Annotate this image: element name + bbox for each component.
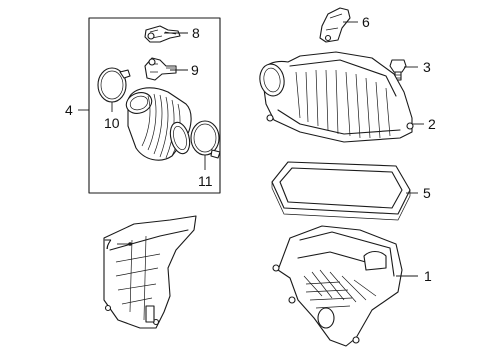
callout-3: 3: [423, 59, 431, 75]
callout-7: 7: [104, 236, 112, 252]
part-11-clamp[interactable]: [190, 120, 221, 159]
leader-lines: [78, 21, 424, 277]
callout-5: 5: [423, 185, 431, 201]
callout-11: 11: [198, 173, 213, 189]
callout-10: 10: [104, 115, 120, 131]
part-9-fitting[interactable]: [144, 57, 177, 81]
assembly-group-box: [88, 17, 221, 194]
part-5-filter[interactable]: [271, 161, 411, 221]
callout-1: 1: [424, 268, 432, 284]
callout-4: 4: [65, 102, 73, 118]
callout-8: 8: [192, 25, 200, 41]
callout-6: 6: [362, 14, 370, 30]
part-7-shield[interactable]: [103, 215, 197, 329]
callout-2: 2: [428, 116, 436, 132]
part-1-housing[interactable]: [272, 225, 403, 347]
intake-hose[interactable]: [123, 87, 192, 161]
part-2-cover[interactable]: [257, 51, 414, 143]
part-10-clamp[interactable]: [97, 67, 131, 103]
callout-9: 9: [191, 62, 199, 78]
part-8-sensor[interactable]: [144, 25, 181, 43]
part-3-bolt[interactable]: [389, 59, 407, 81]
part-6-bracket[interactable]: [319, 7, 351, 43]
